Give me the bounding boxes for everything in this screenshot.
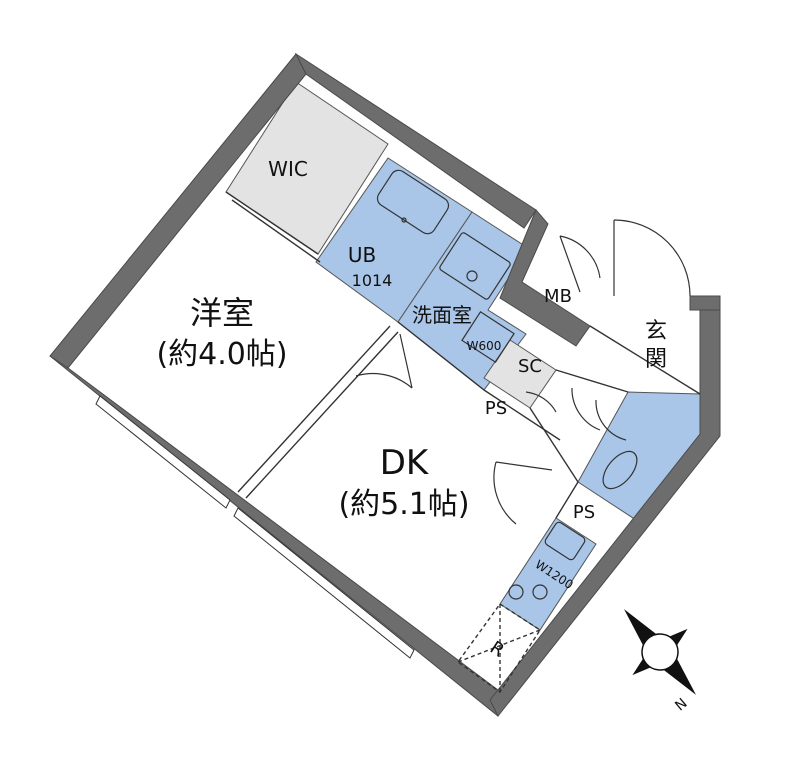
washroom-label: 洗面室 — [412, 303, 472, 327]
ps-label-upper: PS — [485, 398, 507, 419]
fixtures — [376, 169, 638, 600]
sink-icon — [544, 521, 586, 561]
windows — [95, 395, 415, 659]
partitions — [225, 191, 701, 693]
wic-label: WIC — [268, 157, 308, 181]
washbasin-icon — [461, 311, 515, 363]
wall-northeast — [294, 52, 537, 229]
dk-size-label: (約5.1帖) — [338, 487, 469, 522]
entrance-label-1: 玄 — [645, 319, 667, 344]
western-room-size-label: (約4.0帖) — [156, 337, 287, 372]
walls — [49, 52, 721, 717]
refrigerator-label: R — [486, 637, 508, 661]
wall-entrance-top — [689, 295, 721, 311]
burner-icon — [508, 584, 524, 600]
ps-label-lower: PS — [573, 502, 595, 523]
burner-icon — [532, 584, 548, 600]
dk-label: DK — [380, 443, 430, 483]
wall-southwest — [49, 355, 507, 717]
sc-label: SC — [518, 356, 542, 377]
room-fills — [225, 81, 701, 631]
labels: WIC UB 1014 洗面室 W600 MB 玄 関 SC PS PS 洋室 … — [156, 157, 667, 662]
washbasin-label: W600 — [467, 339, 502, 353]
compass-north-label: N — [672, 695, 690, 714]
western-room-label: 洋室 — [190, 294, 254, 332]
washing-pan-icon — [439, 232, 511, 300]
compass — [624, 609, 696, 695]
unit-bath-label: UB — [348, 243, 376, 267]
toilet-fill — [577, 391, 701, 521]
unit-bath-size-label: 1014 — [352, 271, 393, 290]
mb-label: MB — [544, 286, 572, 307]
doors — [355, 219, 691, 525]
entrance-label-2: 関 — [645, 347, 667, 372]
toilet-bowl-icon — [602, 450, 638, 490]
kitchen-fill — [499, 517, 597, 631]
